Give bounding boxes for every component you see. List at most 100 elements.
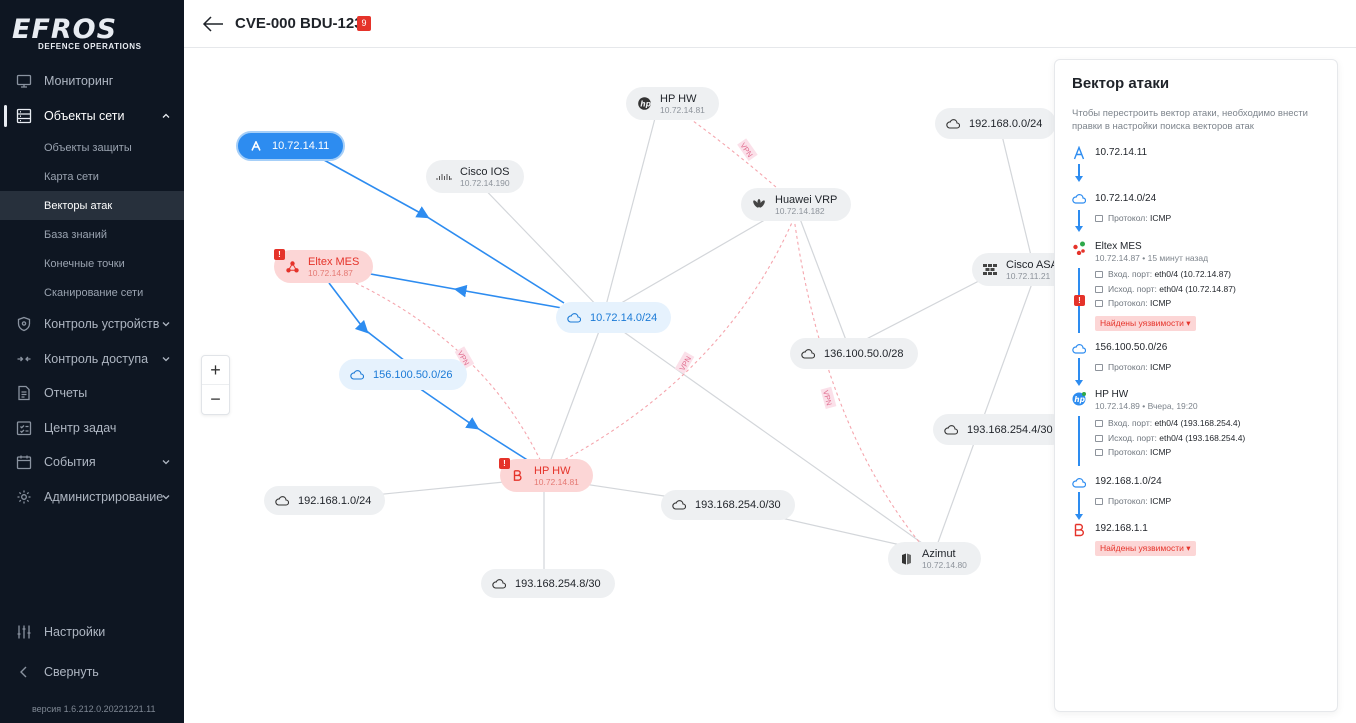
hp-logo-icon: hp [1072,392,1086,406]
chevron-up-icon [162,113,170,118]
nav-access-control[interactable]: Контроль доступа [0,342,184,377]
nav-network-objects[interactable]: Объекты сети [0,99,184,134]
node-ip: 10.72.11.21 [1006,270,1051,281]
logo-mark: EFROS [12,14,118,45]
tasks-icon [16,420,32,435]
attack-path [323,159,565,462]
calendar-icon [16,455,32,470]
port-in-icon [1095,271,1103,279]
port-in-icon [1095,420,1103,428]
node-label: 156.100.50.0/26 [373,368,453,381]
protocol-icon [1095,364,1103,372]
vector-arrow [1075,514,1083,520]
node-ip: 10.72.14.81 [660,104,705,115]
document-icon [18,385,30,401]
chevron-left-icon [20,666,27,678]
out-port-label: Исход. порт: [1108,433,1157,443]
out-port-detail: Исход. порт: eth0/4 (10.72.14.87) [1095,284,1236,294]
vuln-label: Найдены уязвимости [1100,318,1184,328]
warning-icon: ! [1074,295,1085,306]
node-net-192-1[interactable]: 192.168.1.0/24 [264,486,386,515]
hp-logo-icon: hp [636,97,652,111]
nav-monitoring-label: Мониторинг [44,74,114,89]
node-start[interactable]: 10.72.14.11 [236,131,346,161]
vector-step-label: 10.72.14.0/24 [1095,193,1157,204]
vector-line [1078,164,1080,180]
sub-network-scan[interactable]: Сканирование сети [44,286,144,299]
nav-task-center[interactable]: Центр задач [0,411,184,446]
cloud-icon [1072,478,1086,488]
page-title: CVE-000 BDU-123 [235,15,363,32]
sub-protection-objects[interactable]: Объекты защиты [44,141,132,154]
cloud-icon [566,311,582,325]
out-port-detail: Исход. порт: eth0/4 (193.168.254.4) [1095,433,1245,443]
nav-admin[interactable]: Администрирование [0,480,184,515]
node-net-192-0[interactable]: 192.168.0.0/24 [935,108,1057,139]
protocol-label: Протокол: [1108,213,1148,223]
node-ip: 10.72.14.182 [775,205,825,216]
sub-attack-vectors[interactable]: Векторы атак [0,191,184,220]
cloud-icon [491,577,507,591]
port-out-icon [1095,435,1103,443]
node-net-156[interactable]: 156.100.50.0/26 [339,359,467,390]
sidebar: EFROS DEFENCE OPERATIONS Мониторинг Объе… [0,0,184,723]
in-port-value: eth0/4 (10.72.14.87) [1154,269,1232,279]
node-label: 193.168.254.4/30 [967,423,1053,436]
vector-end-label: 192.168.1.1 [1095,523,1148,534]
node-name: Cisco ASA V [1006,258,1068,271]
monitor-icon [16,74,32,88]
nav-settings[interactable]: Настройки [0,615,184,649]
node-label: 136.100.50.0/28 [824,347,904,360]
letter-a-icon [248,139,264,153]
main-nav: Мониторинг Объекты сети Объекты защиты К… [0,64,184,514]
collapse-button[interactable]: Свернуть [0,655,184,689]
zoom-in-button[interactable]: + [202,356,229,385]
svg-text:hp: hp [640,100,651,109]
attack-vector-panel: Вектор атаки Чтобы перестроить вектор ат… [1054,59,1338,712]
chevron-down-icon [162,356,170,361]
arrow-left-icon[interactable] [202,14,224,34]
protocol-label: Протокол: [1108,496,1148,506]
nav-events[interactable]: События [0,445,184,480]
vulnerabilities-found-button[interactable]: Найдены уязвимости ▾ [1095,316,1196,331]
node-net-254-0[interactable]: 193.168.254.0/30 [661,490,795,520]
svg-text:hp: hp [1074,395,1085,404]
logo[interactable]: EFROS DEFENCE OPERATIONS [10,14,180,54]
vector-line [1078,210,1080,228]
node-net-254-8[interactable]: 193.168.254.8/30 [481,569,615,598]
node-net-254-4[interactable]: 193.168.254.4/30 [933,414,1067,445]
sub-knowledge-base[interactable]: База знаний [44,228,108,241]
page-header: CVE-000 BDU-123 9 [184,0,1356,48]
node-name: Huawei VRP [775,193,838,206]
nav-reports[interactable]: Отчеты [0,376,184,411]
sub-network-map[interactable]: Карта сети [44,170,99,183]
warning-icon: ! [499,458,510,469]
sub-endpoints[interactable]: Конечные точки [44,257,125,270]
out-port-label: Исход. порт: [1108,284,1157,294]
vector-step-label: 156.100.50.0/26 [1095,342,1168,353]
in-port-detail: Вход. порт: eth0/4 (193.168.254.4) [1095,418,1240,428]
protocol-detail: Протокол: ICMP [1095,362,1171,372]
zoom-out-button[interactable]: − [210,389,221,409]
server-icon [16,108,32,123]
node-net-136[interactable]: 136.100.50.0/28 [790,338,918,369]
nav-device-control[interactable]: Контроль устройств [0,307,184,342]
collapse-label: Свернуть [44,665,99,679]
nav-access-control-label: Контроль доступа [44,351,149,366]
out-port-value: eth0/4 (193.168.254.4) [1159,433,1246,443]
node-label: 192.168.0.0/24 [969,117,1043,130]
node-net-14[interactable]: 10.72.14.0/24 [556,302,672,333]
vulnerabilities-found-button[interactable]: Найдены уязвимости ▾ [1095,541,1196,556]
out-port-value: eth0/4 (10.72.14.87) [1159,284,1236,294]
vector-step-label: Eltex MES [1095,241,1142,252]
node-ip: 10.72.14.80 [922,559,967,570]
vector-line [1078,358,1080,382]
node-start-label: 10.72.14.11 [272,140,330,152]
nav-monitoring[interactable]: Мониторинг [0,64,184,99]
